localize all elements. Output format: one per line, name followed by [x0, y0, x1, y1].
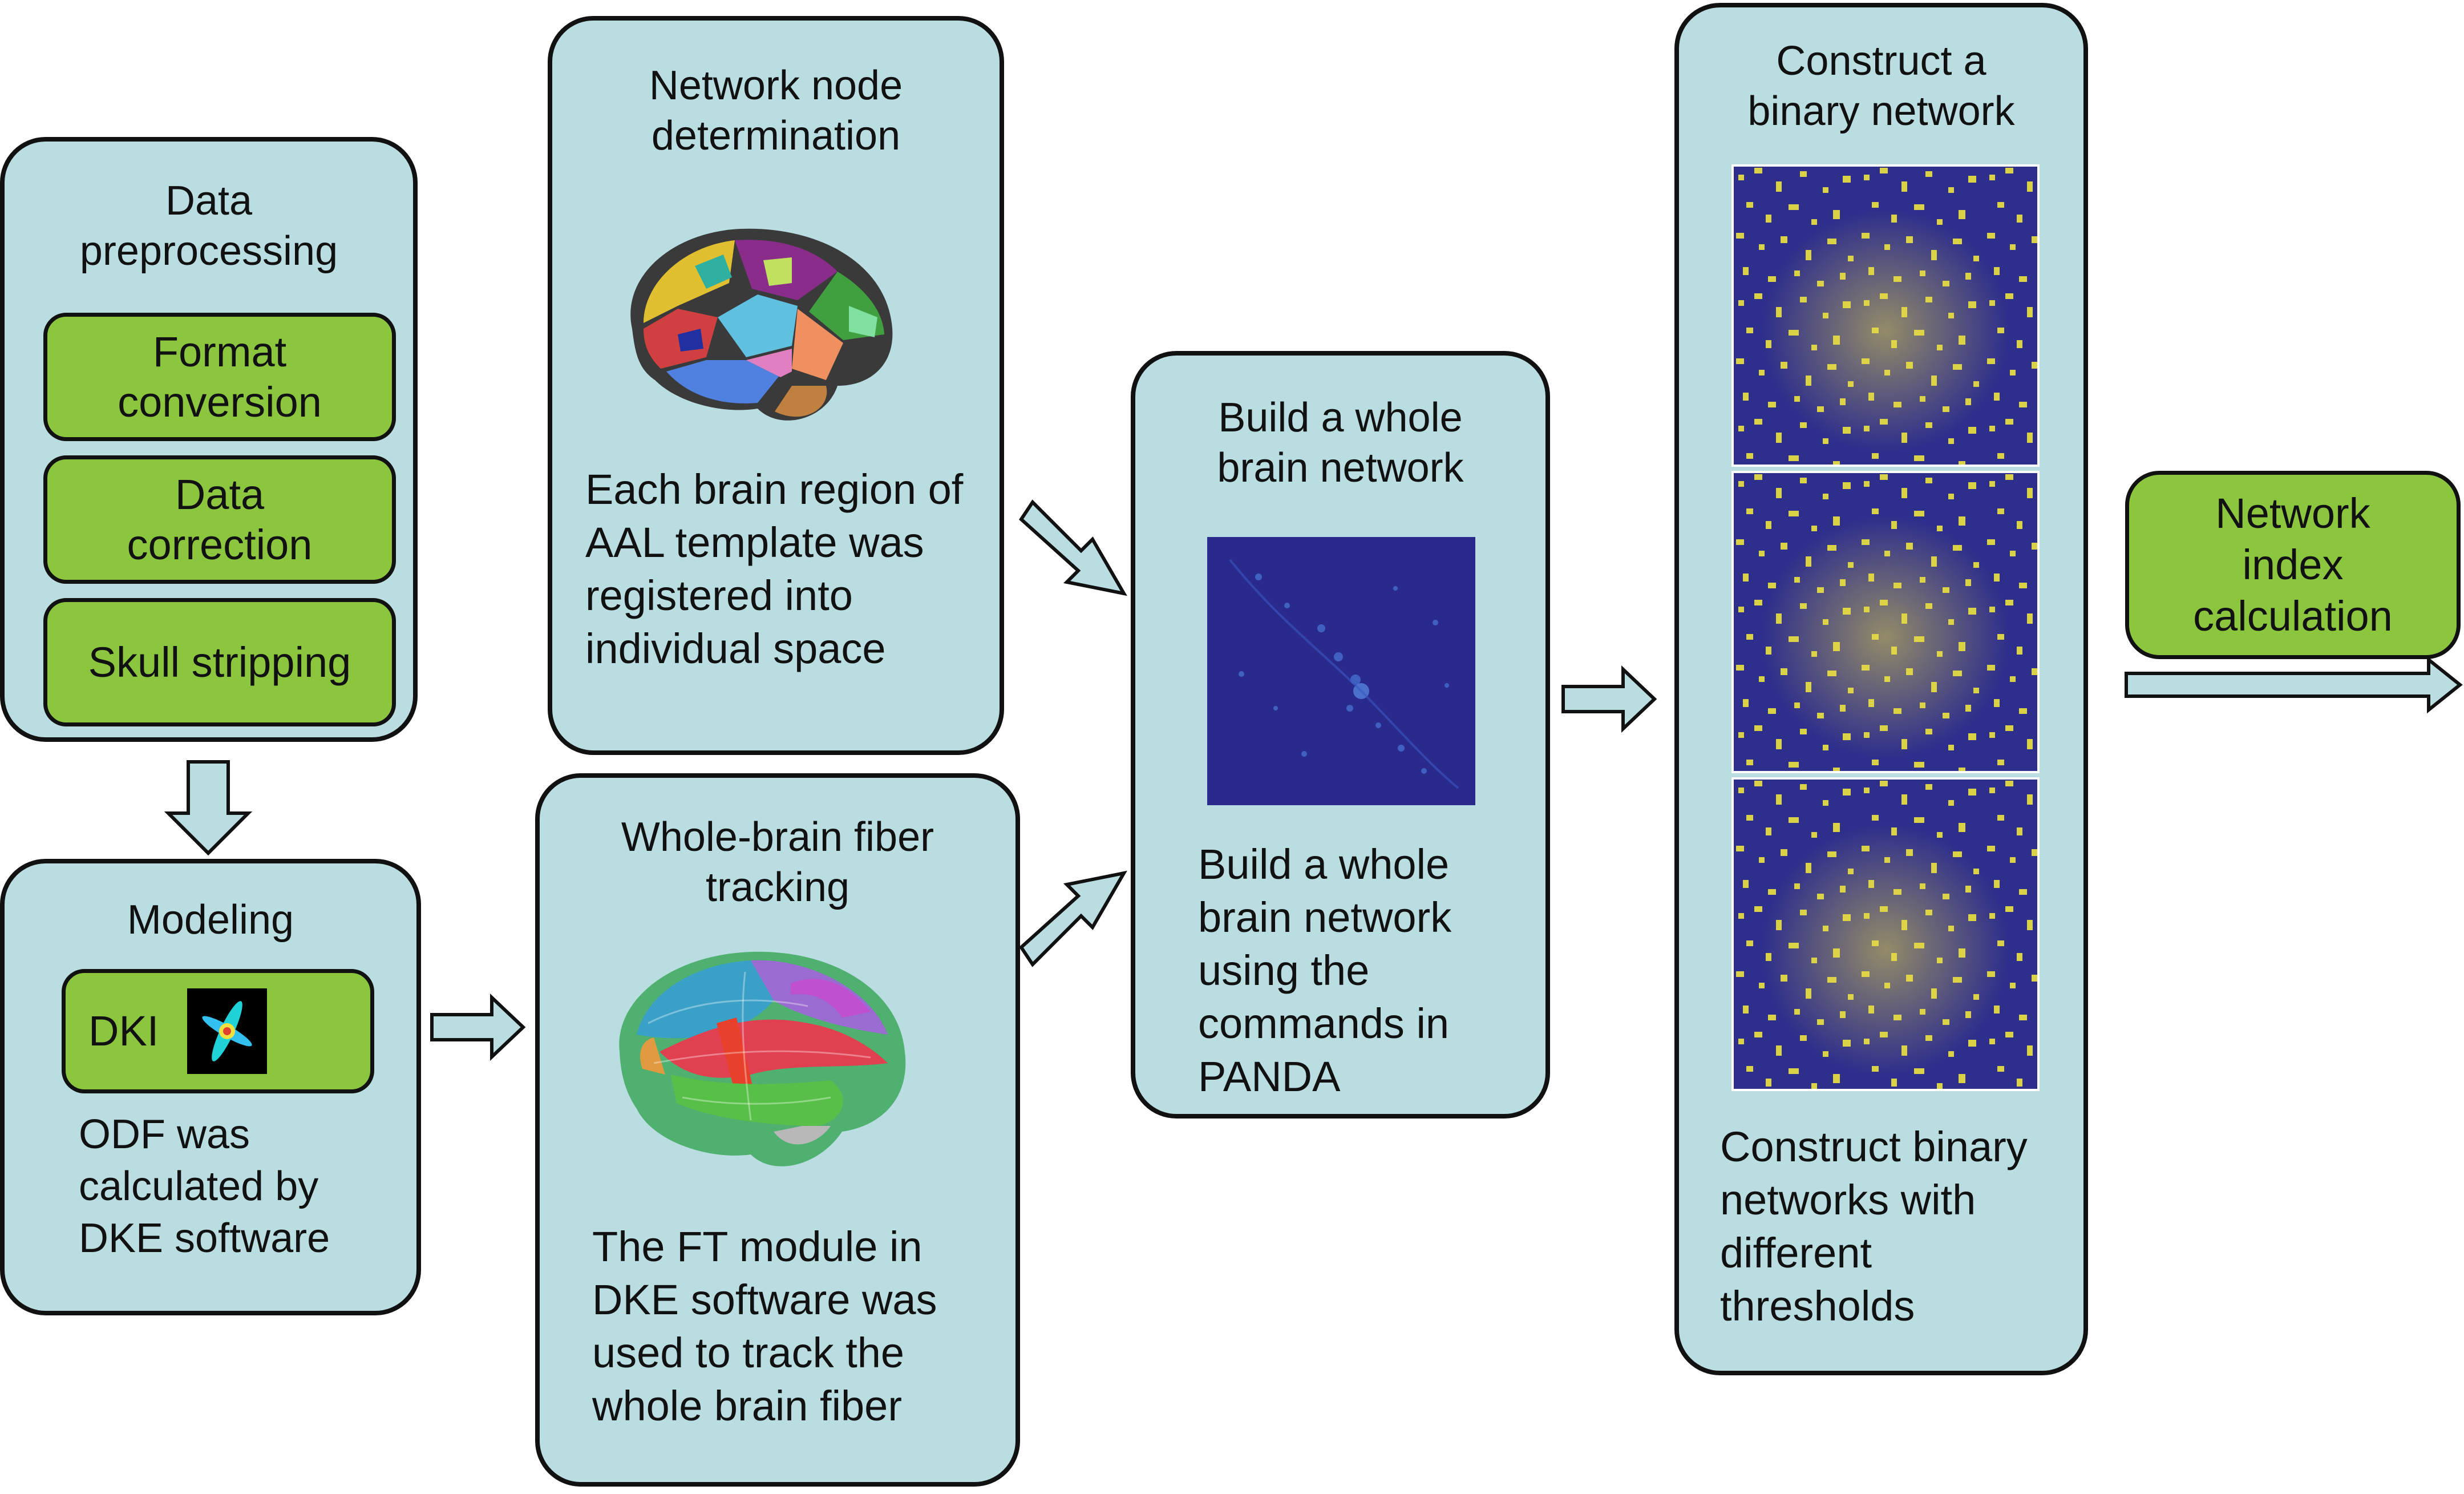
binary-network-description: Construct binary networks with different… — [1720, 1123, 2028, 1330]
whole-brain-network-panel: Build a whole brain network Build a whol… — [1131, 351, 1550, 1119]
modeling-panel: Modeling DKI ODF was calculated by DKE s… — [0, 859, 421, 1315]
arrow-right-binary-to-index — [2125, 656, 2463, 714]
format-conversion-label: Format conversion — [118, 328, 322, 426]
fiber-tracking-description: The FT module in DKE software was used t… — [592, 1223, 937, 1430]
binary-matrix-threshold-1 — [1731, 164, 2040, 467]
arrow-down-preprocessing-to-modeling — [164, 760, 253, 856]
binary-matrix-threshold-2 — [1731, 471, 2040, 773]
dki-model-box: DKI — [62, 969, 374, 1093]
whole-brain-network-description: Build a whole brain network using the co… — [1198, 841, 1452, 1100]
skull-stripping-label: Skull stripping — [88, 638, 351, 686]
preprocessing-panel: Data preprocessing Format conversion Dat… — [0, 137, 418, 742]
arrow-diagonal-down-node-to-network — [1019, 499, 1127, 596]
data-correction-step: Data correction — [43, 455, 396, 584]
node-determination-description: Each brain region of AAL template was re… — [585, 466, 964, 672]
node-determination-panel: Network node determination Each brain re… — [548, 16, 1004, 755]
modeling-description: ODF was calculated by DKE software — [79, 1112, 330, 1261]
modeling-title: Modeling — [127, 897, 294, 943]
fiber-tracking-panel: Whole-brain fiber tracking The FT module… — [535, 773, 1020, 1487]
aal-brain-atlas-image — [630, 228, 893, 421]
index-calculation-box: Network index calculation — [2125, 471, 2461, 659]
dki-label: DKI — [88, 1007, 159, 1055]
binary-network-title: Construct a binary network — [1747, 38, 2015, 134]
data-correction-label: Data correction — [127, 470, 313, 568]
arrow-right-modeling-to-fiber — [430, 994, 526, 1061]
fiber-tracking-title: Whole-brain fiber tracking — [621, 814, 934, 910]
format-conversion-step: Format conversion — [43, 313, 396, 441]
node-determination-title: Network node determination — [649, 63, 903, 159]
binary-matrix-threshold-3 — [1731, 777, 2040, 1091]
arrow-right-network-to-binary — [1561, 665, 1657, 733]
binary-network-panel: Construct a binary network Construct bin… — [1674, 3, 2088, 1375]
skull-stripping-step: Skull stripping — [43, 598, 396, 726]
weighted-network-matrix-image — [1207, 537, 1475, 805]
arrow-diagonal-up-fiber-to-network — [1019, 870, 1127, 967]
preprocessing-title: Data preprocessing — [79, 178, 338, 274]
odf-glyph-icon — [187, 988, 268, 1074]
index-calculation-label: Network index calculation — [2193, 490, 2393, 640]
fiber-tractography-image — [619, 951, 906, 1166]
whole-brain-network-title: Build a whole brain network — [1217, 395, 1464, 491]
